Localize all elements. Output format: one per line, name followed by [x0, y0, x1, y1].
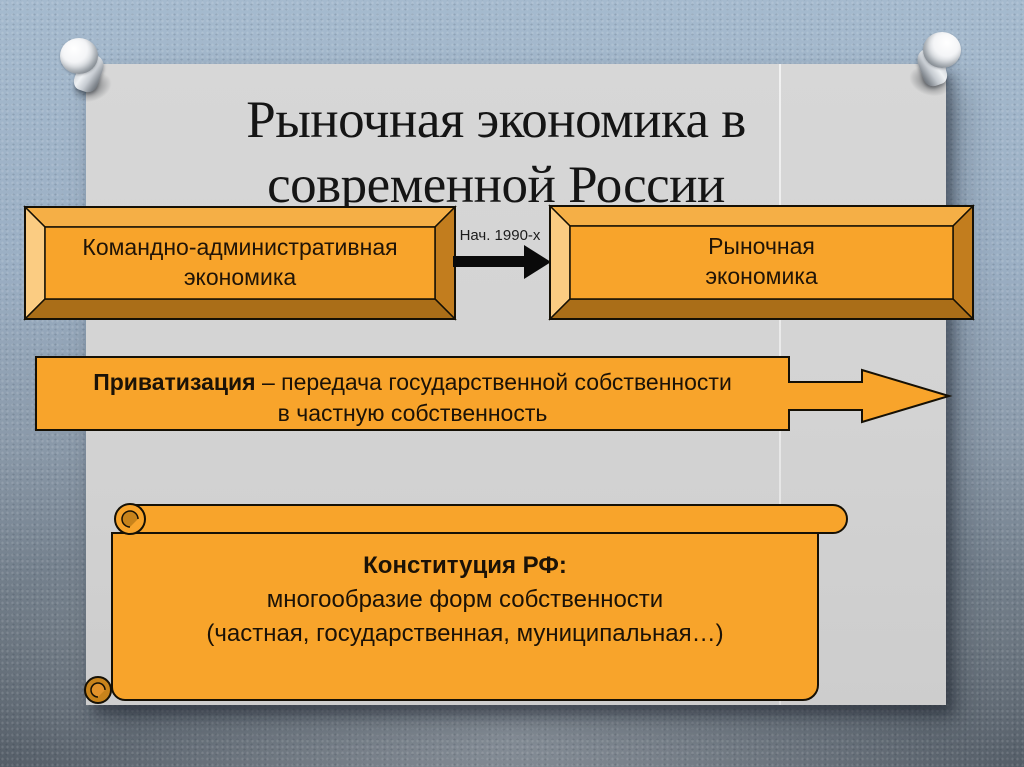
left-box-face — [44, 226, 436, 300]
pin-head — [60, 38, 98, 74]
left-box-bevel-bottom — [23, 298, 457, 320]
constitution-text: Конституция РФ: многообразие форм собств… — [112, 549, 818, 651]
left-box-label: Командно-административная экономика — [45, 232, 435, 292]
slide-title-line2: современной России — [267, 156, 725, 214]
privatization-rest: – передача государственной собственности — [255, 369, 732, 395]
right-box-label: Рыночная экономика — [570, 231, 953, 291]
transition-arrow-label: Нач. 1990-х — [459, 227, 541, 244]
privatization-arrow-banner — [35, 356, 953, 431]
right-box-face — [569, 225, 954, 300]
right-box-bevel-bottom — [548, 298, 975, 320]
pin-head — [923, 32, 961, 68]
right-box-outline — [549, 205, 974, 320]
right-box-label-line2: экономика — [705, 263, 818, 289]
slide-title-line1: Рыночная экономика в — [246, 91, 746, 149]
constitution-line3: (частная, государственная, муниципальная… — [206, 620, 724, 647]
slide-title: Рыночная экономика в современной России — [66, 88, 926, 218]
right-box-label-line1: Рыночная — [708, 233, 815, 259]
left-box-bevel-top — [23, 206, 457, 228]
privatization-line2: в частную собственность — [277, 400, 548, 426]
left-box-label-line2: экономика — [183, 264, 297, 290]
right-box-bevel-top — [548, 205, 975, 227]
push-pin-right — [904, 32, 964, 103]
right-3d-box — [548, 204, 975, 321]
left-box-label-line1: Командно-административная — [82, 234, 398, 260]
push-pin-left — [57, 38, 117, 109]
transition-arrow — [453, 245, 551, 279]
privatization-line1: Приватизация – передача государственной … — [36, 367, 789, 398]
scroll-top-roll — [115, 504, 848, 534]
scroll-top-curl-spiral — [121, 510, 139, 528]
constitution-line1: Конституция РФ: — [363, 552, 567, 579]
privatization-definition: Приватизация – передача государственной … — [36, 367, 789, 429]
scroll-bottom-curl-spiral — [90, 682, 106, 698]
constitution-line2: многообразие форм собственности — [266, 586, 664, 613]
scroll-body — [111, 532, 819, 701]
left-3d-box — [23, 205, 457, 321]
privatization-term: Приватизация — [93, 369, 256, 395]
constitution-scroll — [84, 503, 848, 704]
